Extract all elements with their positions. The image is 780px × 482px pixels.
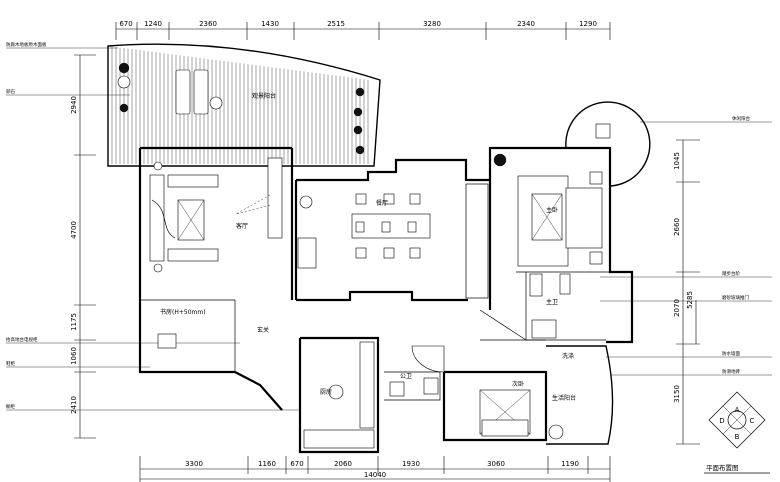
top-dim-5: 2515 bbox=[327, 20, 345, 28]
room-label-dining: 餐厅 bbox=[376, 199, 388, 207]
index-letter-b: B bbox=[735, 433, 740, 441]
dining-furniture: 餐厅 bbox=[297, 193, 431, 269]
room-label-balcony: 观景阳台 bbox=[252, 92, 276, 100]
top-dim-3: 2360 bbox=[199, 20, 217, 28]
right-dimension-chain: 1045 2660 2070 5285 3150 bbox=[673, 139, 700, 445]
room-label-master-bath: 主卫 bbox=[546, 298, 558, 306]
right-label-1: 休闲阳台 bbox=[732, 115, 750, 122]
right-dim-4: 5285 bbox=[686, 291, 694, 309]
left-dimension-chain: 2940 4700 1175 1060 2410 bbox=[70, 54, 96, 439]
top-dim-8: 1290 bbox=[579, 20, 597, 28]
left-label-4: 鞋柜 bbox=[6, 360, 15, 367]
index-symbol: A C B D bbox=[708, 391, 766, 449]
left-dim-5: 2410 bbox=[70, 396, 78, 414]
room-label-guest-bath: 公卫 bbox=[400, 373, 412, 380]
right-label-2: 踏步台阶 bbox=[722, 270, 740, 277]
index-letter-c: C bbox=[750, 417, 755, 425]
study-furniture: 书房(H+50mm) 玄关 bbox=[157, 308, 269, 349]
left-label-5: 橱柜 bbox=[6, 403, 15, 410]
left-dim-4: 1060 bbox=[70, 347, 78, 365]
room-label-service-balcony: 生活阳台 bbox=[552, 394, 576, 402]
top-dim-6: 3280 bbox=[423, 20, 441, 28]
bottom-dim-7: 1190 bbox=[561, 460, 579, 468]
left-dim-2: 4700 bbox=[70, 221, 78, 239]
right-label-5: 防滑地砖 bbox=[722, 368, 740, 375]
right-label-3: 磨砂玻璃推门 bbox=[722, 294, 749, 301]
bottom-dim-3: 670 bbox=[290, 460, 303, 468]
service-balcony-fixtures: 洗涤 生活阳台 bbox=[548, 352, 576, 440]
top-dimension-chain: 670 1240 2360 1430 2515 3280 2340 1290 bbox=[115, 20, 611, 40]
room-label-entry: 玄关 bbox=[257, 326, 269, 334]
top-dim-2: 1240 bbox=[144, 20, 162, 28]
bedroom-furniture: 次卧 bbox=[479, 380, 531, 437]
room-label-living: 客厅 bbox=[236, 222, 248, 230]
left-label-2: 卵石 bbox=[6, 88, 15, 95]
bottom-total-dim: 14040 bbox=[364, 471, 386, 479]
master-bedroom-furniture: 主卧 bbox=[493, 153, 603, 267]
bottom-dim-5: 1930 bbox=[402, 460, 420, 468]
bottom-dim-4: 2060 bbox=[334, 460, 352, 468]
right-dim-2: 2660 bbox=[673, 218, 681, 236]
bottom-dim-1: 3300 bbox=[185, 460, 203, 468]
right-annotations: 休闲阳台 踏步台阶 磨砂玻璃推门 防水墙面 防滑地砖 bbox=[600, 115, 772, 376]
right-dim-1: 1045 bbox=[673, 152, 681, 170]
bottom-dim-6: 3060 bbox=[487, 460, 505, 468]
master-bath-fixtures: 主卫 bbox=[529, 273, 571, 339]
room-label-bedroom: 次卧 bbox=[512, 380, 524, 388]
bottom-dimension-chain: 3300 1160 670 2060 1930 3060 1190 14040 bbox=[139, 456, 611, 482]
bottom-dim-2: 1160 bbox=[258, 460, 276, 468]
kitchen-fixtures: 厨房 bbox=[303, 341, 375, 449]
living-room-furniture: 客厅 bbox=[149, 157, 283, 273]
left-dim-3: 1175 bbox=[70, 313, 78, 331]
drawing-title-text: 平面布置图 bbox=[706, 463, 739, 472]
drawing-title: 平面布置图 bbox=[704, 463, 770, 474]
room-label-master: 主卧 bbox=[546, 206, 558, 214]
right-label-4: 防水墙面 bbox=[722, 350, 740, 357]
balcony-deck: 观景阳台 bbox=[107, 43, 381, 167]
top-dim-4: 1430 bbox=[261, 20, 279, 28]
index-letter-a: A bbox=[735, 406, 740, 414]
top-dim-1: 670 bbox=[119, 20, 132, 28]
room-label-kitchen: 厨房 bbox=[320, 388, 332, 396]
right-dim-5: 3150 bbox=[673, 385, 681, 403]
top-dim-7: 2340 bbox=[517, 20, 535, 28]
left-label-3: 抬高地台电视柜 bbox=[6, 336, 38, 343]
guest-bath-fixtures: 公卫 bbox=[389, 345, 445, 397]
index-letter-d: D bbox=[719, 417, 724, 425]
room-label-laundry: 洗涤 bbox=[562, 352, 574, 360]
exterior-walls bbox=[138, 101, 651, 454]
left-annotations: 防腐木地板原木面板 卵石 抬高地台电视柜 鞋柜 橱柜 bbox=[6, 41, 300, 411]
right-dim-3: 2070 bbox=[673, 299, 681, 317]
room-label-study: 书房(H+50mm) bbox=[160, 308, 206, 316]
left-dim-1: 2940 bbox=[70, 96, 78, 114]
left-label-1: 防腐木地板原木面板 bbox=[6, 41, 47, 48]
